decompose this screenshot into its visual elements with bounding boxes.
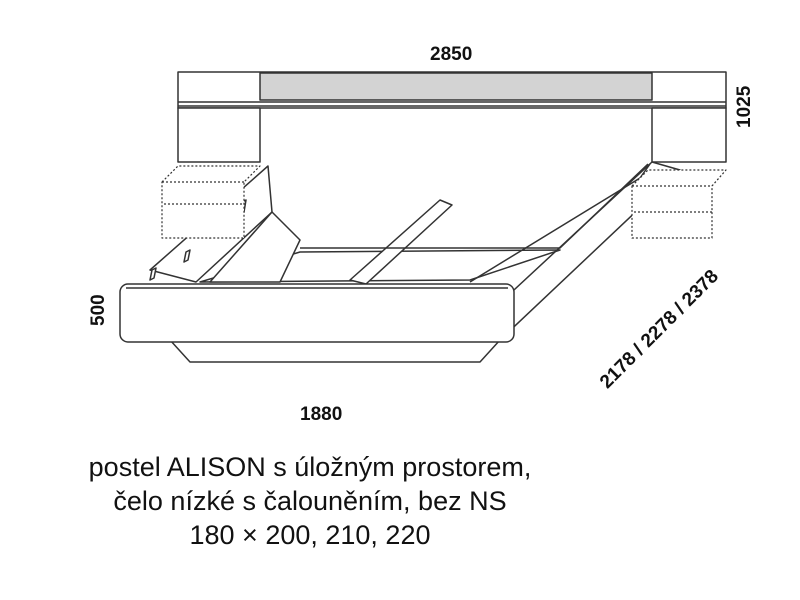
product-caption: postel ALISON s úložným prostorem, čelo …: [0, 450, 620, 552]
footboard: [119, 283, 515, 343]
frame-bottom-skirt: [169, 339, 501, 363]
headboard-cushion: [259, 72, 653, 101]
frame-left-inner: [209, 211, 301, 283]
hook-4-icon: [149, 267, 157, 281]
caption-line-2: čelo nízké s čalouněním, bez NS: [113, 486, 507, 516]
center-slat: [349, 199, 453, 285]
headboard-left-post: [177, 107, 261, 163]
nightstand-right: [631, 169, 727, 239]
front-height-dimension: 500: [88, 294, 109, 326]
inner-back-edge: [300, 163, 649, 249]
caption-line-3: 180 × 200, 210, 220: [189, 520, 431, 550]
width-dimension: 2850: [430, 44, 473, 65]
caption-line-1: postel ALISON s úložným prostorem,: [88, 452, 532, 482]
headboard-right-post: [651, 107, 727, 163]
hook-1-icon: [183, 249, 191, 263]
length-dimension: 1880: [300, 404, 343, 425]
height-dimension: 1025: [734, 85, 755, 128]
nightstand-left: [161, 165, 261, 239]
